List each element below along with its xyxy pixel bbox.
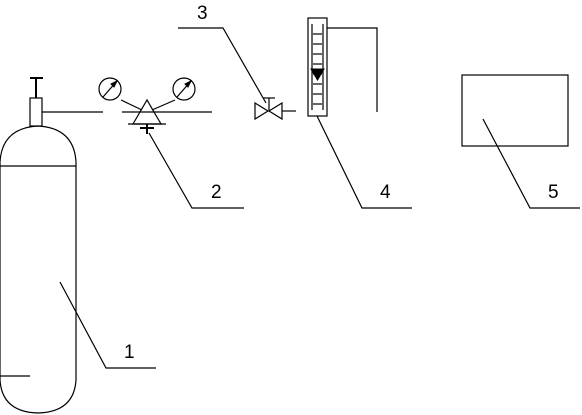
box-icon (461, 74, 569, 147)
pressure-gauge-icon (172, 77, 196, 101)
leader-line-1 (59, 281, 156, 369)
pressure-regulator-icon (120, 98, 212, 134)
gas-cylinder-icon (0, 77, 77, 414)
label-1: 1 (124, 342, 135, 363)
pipe-segment (327, 27, 378, 112)
label-4: 4 (380, 182, 391, 203)
pressure-gauge-icon (98, 77, 122, 101)
rotameter-icon (307, 17, 328, 117)
leader-line-2 (148, 132, 244, 209)
label-3: 3 (197, 3, 208, 24)
label-2: 2 (211, 182, 222, 203)
leader-line-3 (178, 27, 267, 104)
label-5: 5 (548, 182, 559, 203)
needle-valve-icon (254, 97, 296, 121)
leader-line-5 (482, 118, 580, 209)
leader-line-4 (316, 115, 412, 209)
